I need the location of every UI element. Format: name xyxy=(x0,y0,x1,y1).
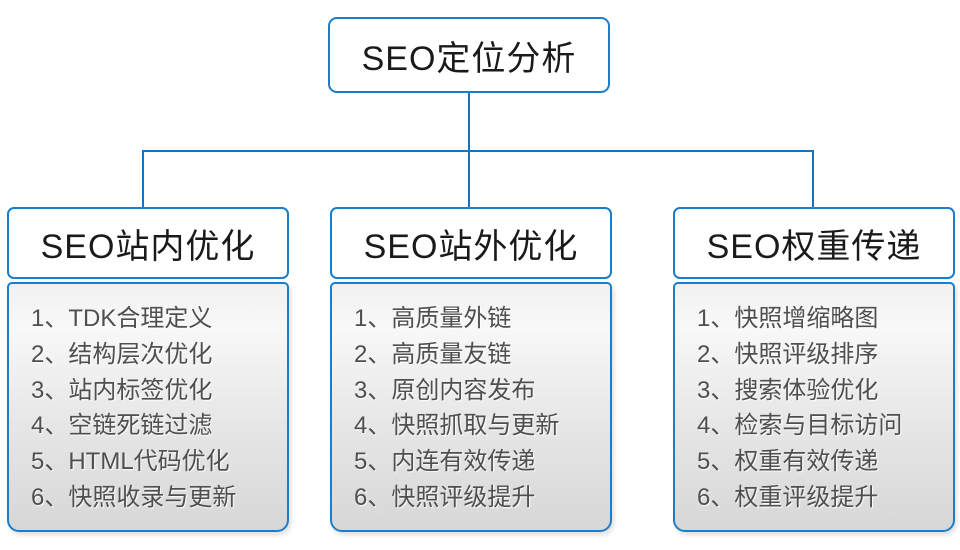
branch-title: SEO站外优化 xyxy=(330,207,612,279)
root-node: SEO定位分析 xyxy=(328,17,610,93)
list-item: 3、搜索体验优化 xyxy=(697,376,879,404)
connector-drop-right xyxy=(812,150,814,207)
branch-column: SEO站内优化 1、TDK合理定义 2、结构层次优化 3、站内标签优化 4、空链死链过滤… xyxy=(7,207,289,532)
branch-column: SEO权重传递 1、快照增缩略图 2、快照评级排序 3、搜索体验优化 4、检索与目标访问… xyxy=(673,207,955,532)
list-item: 5、内连有效传递 xyxy=(354,448,536,476)
branch-column: SEO站外优化 1、高质量外链 2、高质量友链 3、原创内容发布 4、快照抓取与更新 5、… xyxy=(330,207,612,532)
list-item: 6、权重评级提升 xyxy=(697,483,879,511)
root-node-label: SEO定位分析 xyxy=(361,39,577,78)
branch-item-list: 1、TDK合理定义 2、结构层次优化 3、站内标签优化 4、空链死链过滤 5、HTML代… xyxy=(7,282,289,532)
list-item: 1、TDK合理定义 xyxy=(31,305,213,332)
list-item: 5、权重有效传递 xyxy=(697,448,879,476)
branch-item-list: 1、高质量外链 2、高质量友链 3、原创内容发布 4、快照抓取与更新 5、内连有效传递 6… xyxy=(330,282,612,532)
list-item: 3、原创内容发布 xyxy=(354,376,536,404)
branch-title: SEO权重传递 xyxy=(673,207,955,279)
list-item: 1、快照增缩略图 xyxy=(697,305,879,332)
list-item: 2、高质量友链 xyxy=(354,340,512,368)
list-item: 4、空链死链过滤 xyxy=(31,412,213,440)
list-item: 3、站内标签优化 xyxy=(31,376,213,404)
branch-item-list: 1、快照增缩略图 2、快照评级排序 3、搜索体验优化 4、检索与目标访问 5、权重有效传… xyxy=(673,282,955,532)
list-item: 1、高质量外链 xyxy=(354,305,512,332)
list-item: 2、结构层次优化 xyxy=(31,340,213,368)
list-item: 4、检索与目标访问 xyxy=(697,412,903,440)
list-item: 4、快照抓取与更新 xyxy=(354,412,560,440)
list-item: 6、快照收录与更新 xyxy=(31,483,237,511)
list-item: 5、HTML代码优化 xyxy=(31,448,230,476)
connector-root-stem xyxy=(468,93,470,151)
list-item: 6、快照评级提升 xyxy=(354,483,536,511)
connector-horizontal xyxy=(142,150,814,152)
connector-drop-left xyxy=(142,150,144,207)
list-item: 2、快照评级排序 xyxy=(697,340,879,368)
branch-title: SEO站内优化 xyxy=(7,207,289,279)
connector-drop-middle xyxy=(468,150,470,207)
